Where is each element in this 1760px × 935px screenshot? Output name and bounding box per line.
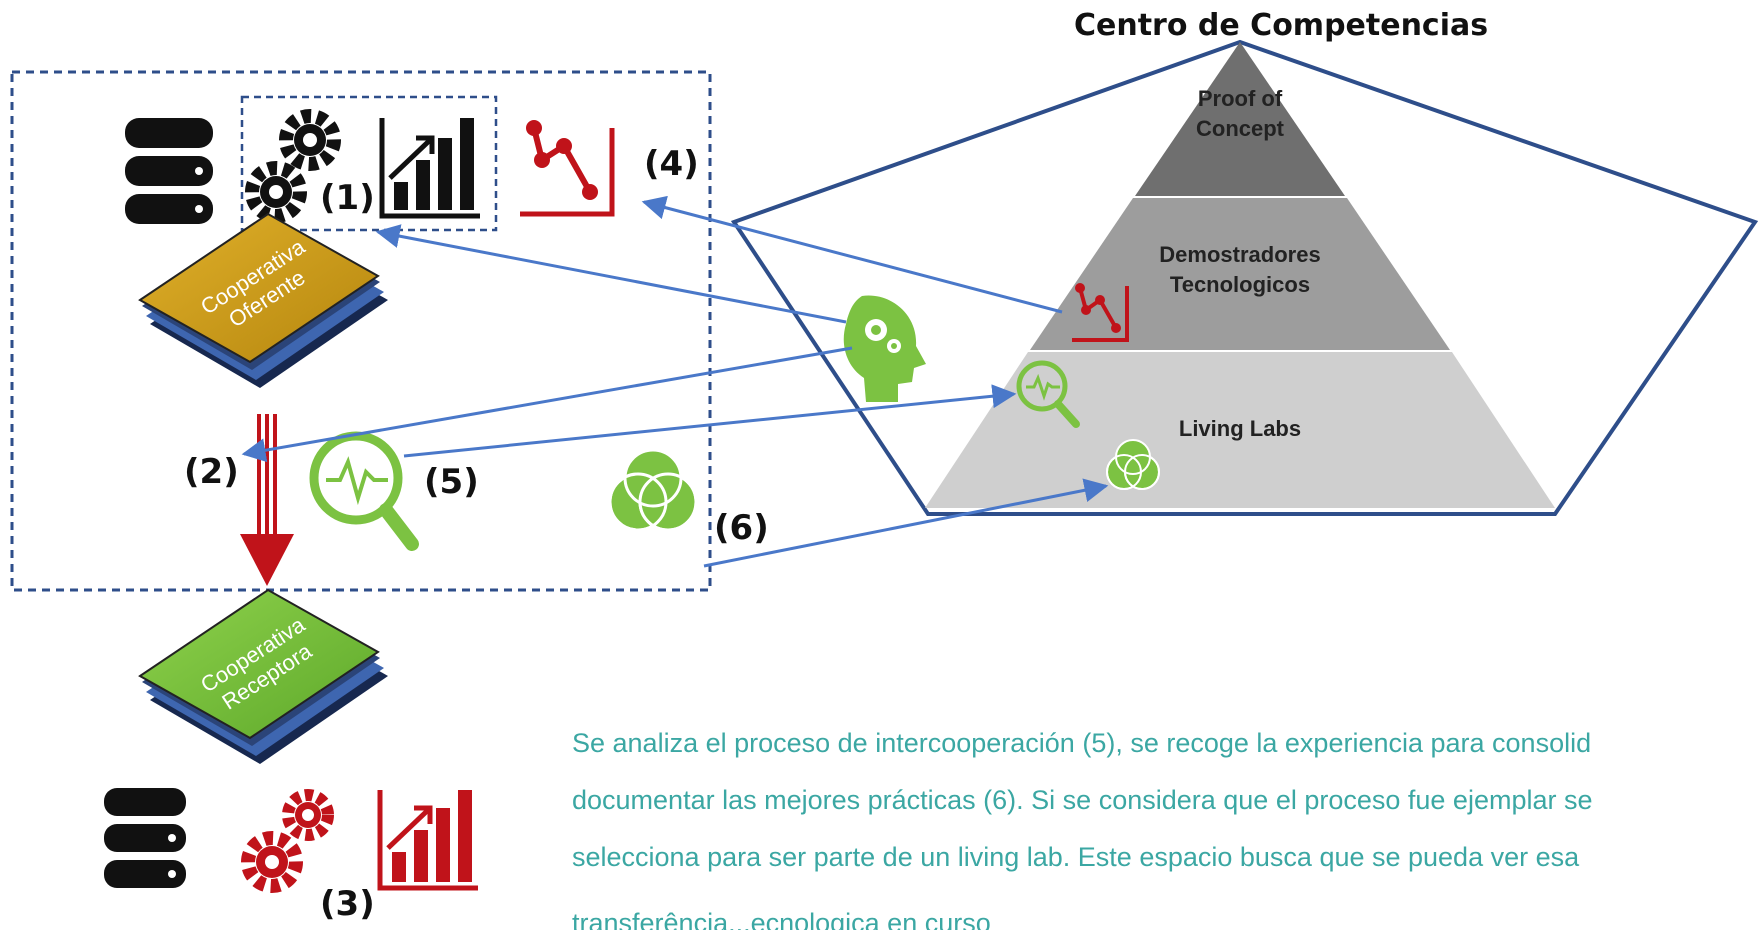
arrow-to-living-lab-magnifier (403, 384, 1017, 458)
description-line-1: Se analiza el proceso de intercooperació… (572, 728, 1592, 758)
process-boundary (240, 95, 498, 232)
growth-chart-icon (377, 790, 478, 891)
step-label-3: (3) (320, 884, 375, 924)
arrow-to-living-lab-venn (703, 478, 1109, 568)
gears-icon (241, 789, 334, 893)
database-icon (104, 788, 186, 888)
line-chart-icon (520, 120, 615, 217)
step-label-5: (5) (424, 462, 479, 502)
arrow-to-process (375, 224, 847, 324)
arrow-to-line-chart (641, 195, 1063, 314)
growth-chart-icon (379, 118, 480, 219)
database-icon (125, 118, 213, 224)
gears-icon (245, 109, 341, 223)
venn-icon (1106, 439, 1160, 490)
line-chart-icon (1072, 283, 1129, 342)
pyramid-label-bottom: Living Labs (1178, 416, 1302, 441)
description-line-2: documentar las mejores prácticas (6). Si… (572, 785, 1593, 815)
arrow-to-step-2 (241, 346, 853, 463)
cooperativa-oferente-device (138, 212, 388, 388)
magnifier-icon (1016, 360, 1080, 428)
oferente-boundary (10, 70, 712, 592)
description-paragraph: Se analiza el proceso de intercooperació… (572, 722, 1760, 930)
transfer-arrow (240, 414, 294, 586)
pyramid-top (1135, 42, 1345, 196)
venn-icon (608, 448, 698, 532)
description-line-3: selecciona para ser parte de un living l… (572, 842, 1580, 872)
pyramid-label-middle: Demostradores Tecnologicos (1159, 242, 1321, 297)
pyramid-label-top: Proof of Concept (1196, 86, 1284, 141)
step-label-4: (4) (644, 144, 699, 184)
step-label-6: (6) (714, 508, 769, 548)
pyramid-middle (1030, 198, 1450, 350)
pyramid-bottom (925, 352, 1555, 508)
diagram-title: Centro de Competencias (1074, 8, 1489, 43)
head-gears-icon (843, 295, 926, 402)
description-line-4: transferência...ecnologica en curso (572, 908, 991, 930)
step-label-2: (2) (184, 452, 239, 492)
pentagon-frame (730, 39, 1759, 516)
magnifier-icon (309, 431, 419, 551)
cooperativa-receptora-device (138, 588, 388, 764)
step-label-1: (1) (320, 178, 375, 218)
